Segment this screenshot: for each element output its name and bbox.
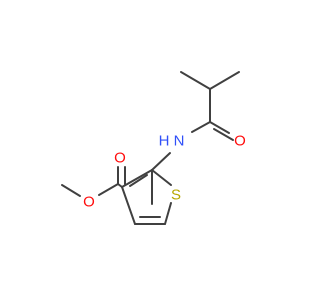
atom-sulfur: S xyxy=(171,187,181,204)
bond-c3-c2 xyxy=(121,169,153,188)
bond-s-c5 xyxy=(164,202,172,225)
bond-amide-co-1 xyxy=(209,121,230,134)
atom-nitrogen-hydrogen: H xyxy=(159,133,170,150)
bond-c2-s xyxy=(151,169,172,186)
bond-ester-o-methyl xyxy=(61,184,81,197)
bond-methyl-left xyxy=(180,71,211,90)
bond-ester-c-o-single xyxy=(98,183,119,196)
bond-amide-cn xyxy=(191,121,211,133)
atom-ester-oxygen: O xyxy=(83,194,95,211)
bond-n-ring xyxy=(151,152,171,171)
atom-nitrogen: N xyxy=(174,133,185,150)
bond-c4-c3 xyxy=(121,186,136,225)
atom-amide-oxygen: O xyxy=(234,133,246,150)
bond-methyl-right xyxy=(209,71,240,90)
bond-c3-c2-inner xyxy=(129,174,148,187)
molecule-structure: N H O O O S xyxy=(61,71,246,225)
atom-ester-carbonyl-oxygen: O xyxy=(114,150,126,167)
bond-amide-co-2 xyxy=(213,128,234,141)
